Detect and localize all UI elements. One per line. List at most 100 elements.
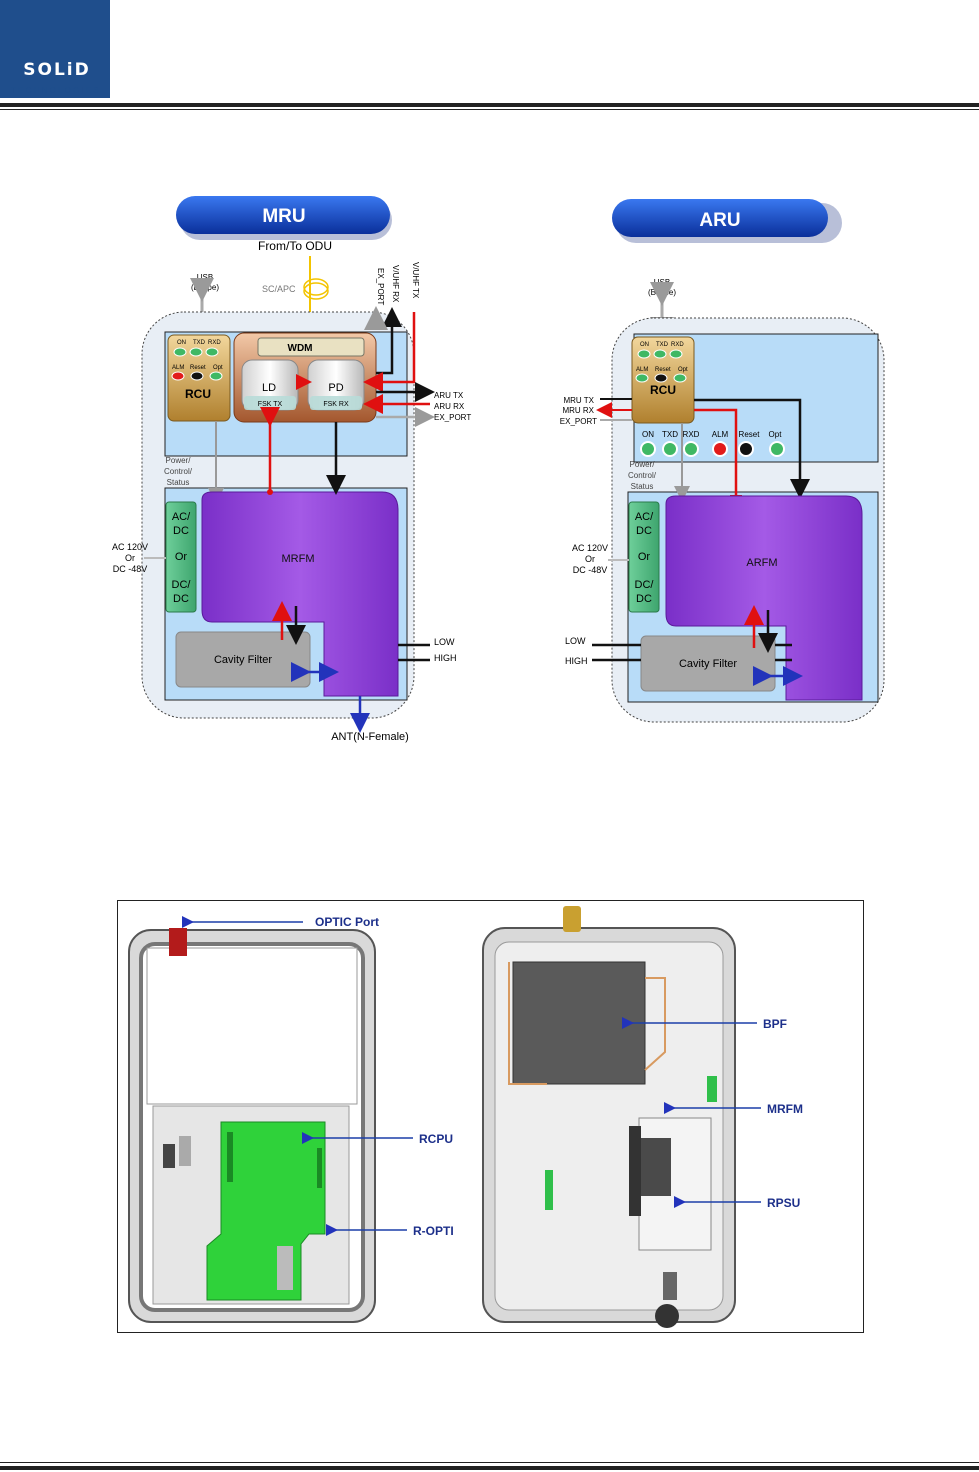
sc-apc-label: SC/APC: [262, 284, 296, 294]
svg-text:ARFM: ARFM: [746, 557, 777, 569]
mrfm-photo-label: MRFM: [767, 1102, 803, 1116]
aru-acdc-block: [628, 501, 660, 613]
bpf-label: BPF: [763, 1017, 787, 1031]
svg-text:Or: Or: [125, 553, 135, 563]
aru-rx-label: ARU RX: [434, 402, 465, 411]
svg-text:Status: Status: [631, 482, 654, 491]
mru-rcu-label: RCU: [185, 387, 211, 401]
mru-tx-label: MRU TX: [563, 396, 594, 405]
aru-cavity-filter: [640, 635, 776, 692]
aru-diagram: ARU USB (B type) ON TXD RXD ALM Reset Op…: [560, 199, 885, 723]
footer-rule: [0, 1466, 979, 1470]
svg-text:Opt: Opt: [678, 367, 688, 373]
svg-text:ALM: ALM: [172, 365, 184, 371]
svg-text:Or: Or: [585, 554, 595, 564]
svg-text:Reset: Reset: [739, 430, 761, 439]
svg-text:WDM: WDM: [288, 343, 313, 354]
svg-text:TXD: TXD: [662, 430, 678, 439]
optic-port-marker: [169, 928, 187, 956]
svg-text:ALM: ALM: [636, 367, 648, 373]
svg-text:FSK TX: FSK TX: [258, 401, 283, 408]
optic-port-label: OPTIC Port: [315, 915, 379, 929]
r-opti-label: R-OPTI: [413, 1224, 454, 1238]
svg-text:RXD: RXD: [683, 430, 700, 439]
svg-text:DC/: DC/: [172, 579, 192, 591]
mru-cavity-filter: [175, 631, 311, 688]
svg-text:ON: ON: [640, 342, 649, 348]
aru-title-pill: [612, 199, 828, 237]
footer-rule-thin: [0, 1462, 979, 1463]
rcpu-label: RCPU: [419, 1132, 453, 1146]
svg-text:Or: Or: [638, 551, 651, 563]
fiber-coil: [303, 278, 329, 296]
svg-text:Control/: Control/: [628, 471, 657, 480]
svg-text:ALM: ALM: [712, 430, 729, 439]
svg-text:DC: DC: [173, 525, 189, 537]
antenna-connector: [563, 906, 581, 932]
svg-text:TXD: TXD: [656, 342, 669, 348]
aru-ex-port-label: EX_PORT: [560, 417, 597, 426]
svg-text:Or: Or: [175, 551, 188, 563]
svg-text:DC/: DC/: [635, 579, 655, 591]
svg-text:AC/: AC/: [172, 511, 191, 523]
mru-high-label: HIGH: [434, 653, 457, 663]
svg-text:Opt: Opt: [213, 365, 223, 371]
block-diagrams: MRU From/To ODU SC/APC USB (B type) EX_P…: [112, 196, 885, 743]
mru-ex-port-label: EX_PORT: [434, 413, 471, 422]
wdm-block: [257, 337, 365, 357]
svg-text:Reset: Reset: [190, 365, 206, 371]
header-rule-thin: [0, 109, 979, 110]
svg-text:ON: ON: [642, 430, 654, 439]
hardware-photo: OPTIC Port RCPU R-OPTI BPF MRFM RPSU: [117, 900, 864, 1333]
aru-title: ARU: [699, 210, 740, 231]
svg-text:Cavity Filter: Cavity Filter: [679, 658, 737, 670]
company-logo: [0, 0, 110, 98]
from-to-odu-label: From/To ODU: [258, 239, 332, 253]
svg-text:MRFM: MRFM: [282, 553, 315, 565]
svg-text:RXD: RXD: [671, 342, 684, 348]
svg-text:LD: LD: [262, 382, 276, 394]
aru-ac-input: AC 120V: [572, 543, 608, 553]
svg-text:Power/: Power/: [630, 460, 656, 469]
svg-text:USB: USB: [654, 278, 670, 287]
svg-text:FSK RX: FSK RX: [323, 401, 349, 408]
svg-text:ON: ON: [177, 340, 186, 346]
svg-text:DC -48V: DC -48V: [113, 564, 148, 574]
vuhf-rx-label: V/UHF RX: [391, 265, 400, 303]
rcpu-board: [206, 1121, 326, 1301]
aru-low-label: LOW: [565, 636, 586, 646]
svg-text:DC -48V: DC -48V: [573, 565, 608, 575]
svg-text:PD: PD: [328, 382, 343, 394]
svg-text:DC: DC: [636, 525, 652, 537]
svg-text:DC: DC: [636, 593, 652, 605]
mru-usb-label: USB: [197, 273, 213, 282]
svg-text:Opt: Opt: [769, 430, 783, 439]
aru-high-label: HIGH: [565, 656, 588, 666]
mru-usb-type: (B type): [191, 283, 219, 292]
mru-diagram: MRU From/To ODU SC/APC USB (B type) EX_P…: [112, 196, 471, 743]
svg-text:(B type): (B type): [648, 288, 676, 297]
svg-text:Control/: Control/: [164, 467, 193, 476]
svg-text:DC: DC: [173, 593, 189, 605]
header-rule: [0, 103, 979, 107]
logo-tagline: TECHNOLOGIES: [11, 86, 101, 95]
mru-title-pill: [176, 196, 390, 234]
svg-text:TXD: TXD: [193, 340, 206, 346]
bpf-block: [512, 961, 646, 1085]
mrfm-block: [201, 491, 399, 697]
aru-tx-label: ARU TX: [434, 391, 464, 400]
svg-text:AC/: AC/: [635, 511, 654, 523]
svg-text:Power/: Power/: [166, 456, 192, 465]
svg-text:RXD: RXD: [208, 340, 221, 346]
mru-low-label: LOW: [434, 637, 455, 647]
vuhf-tx-label: V/UHF TX: [411, 262, 420, 299]
arfm-block: [665, 495, 863, 701]
svg-text:Cavity Filter: Cavity Filter: [214, 654, 272, 666]
aru-rcu-label: RCU: [650, 383, 676, 397]
logo-wordmark: SOLiD: [23, 60, 91, 80]
mru-title: MRU: [262, 206, 305, 227]
mru-rx-label: MRU RX: [562, 406, 594, 415]
ant-label: ANT(N-Female): [331, 731, 409, 743]
rpsu-label: RPSU: [767, 1196, 800, 1210]
svg-text:Reset: Reset: [655, 367, 671, 373]
